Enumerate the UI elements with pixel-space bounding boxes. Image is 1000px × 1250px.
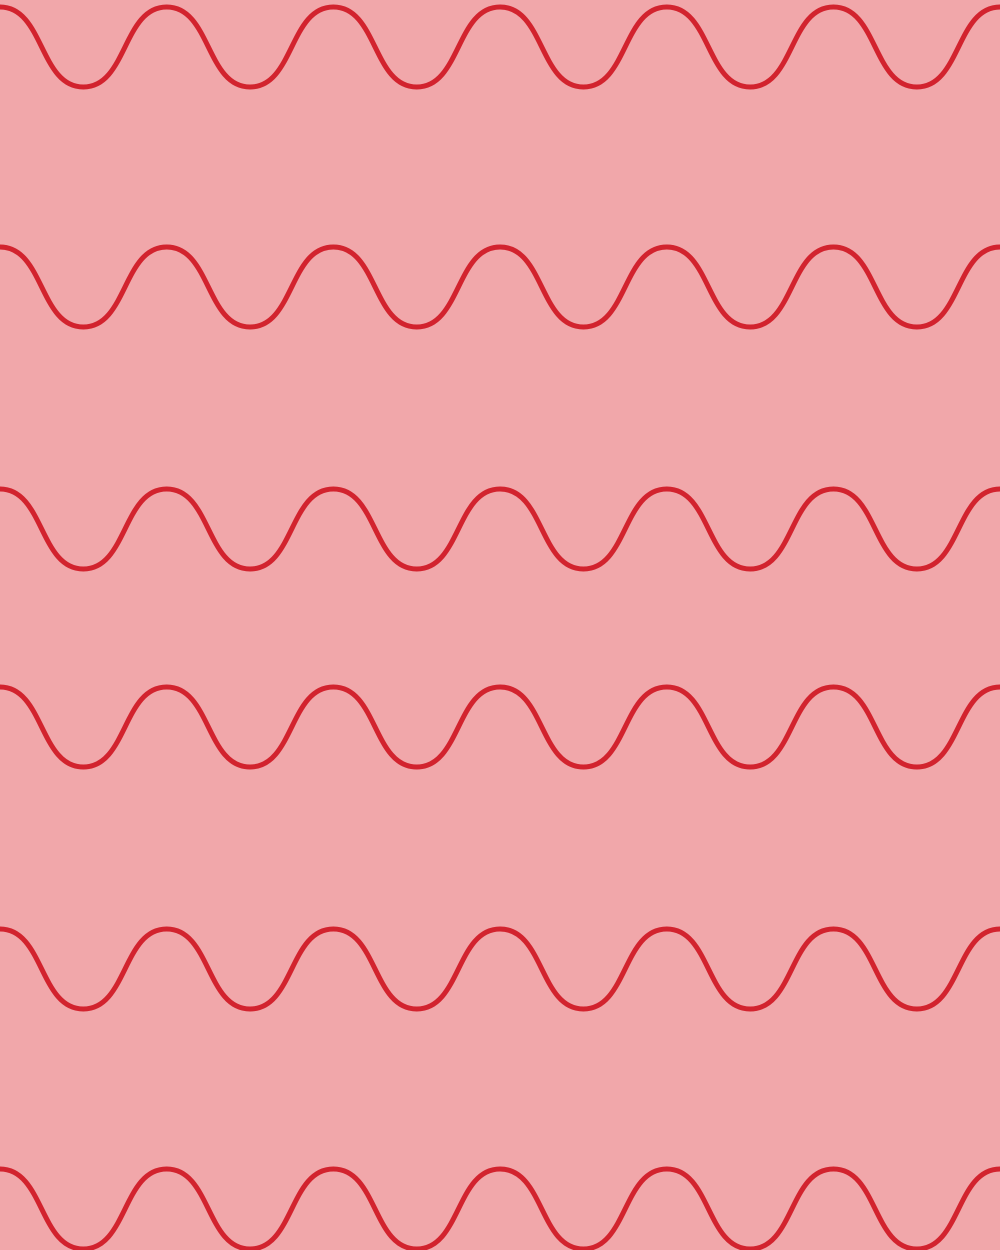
- wave-line: [0, 244, 1000, 330]
- wave-line: [0, 1166, 1000, 1250]
- wave-line: [0, 486, 1000, 572]
- wave-line: [0, 684, 1000, 770]
- wave-line: [0, 4, 1000, 90]
- wave-line: [0, 926, 1000, 1012]
